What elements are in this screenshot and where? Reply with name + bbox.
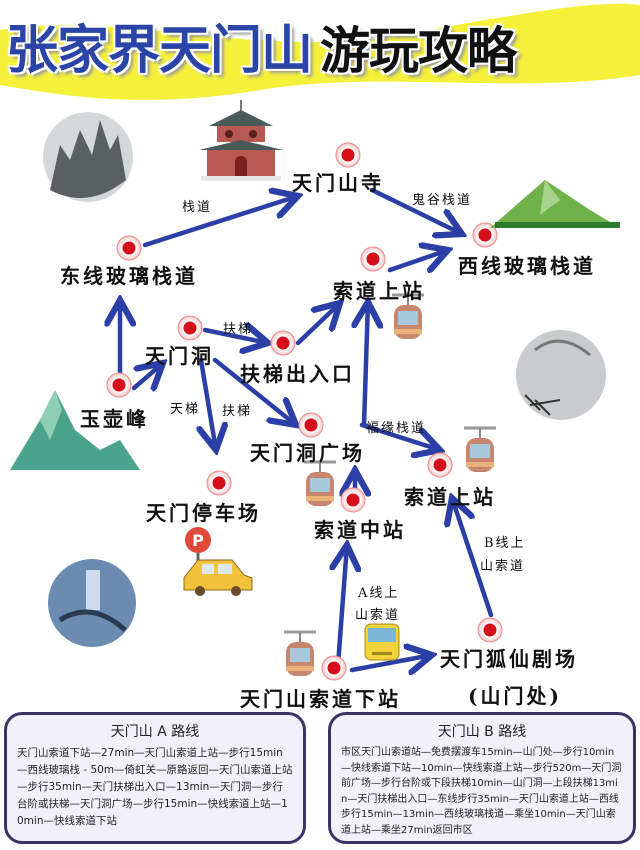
snow-tree-photo [516,330,606,420]
taxi-icon [183,559,253,596]
route-a-box: 天门山 A 路线 天门山索道下站—27min—天门山索道上站—步行15min—西… [4,712,306,844]
edge-label-ghost-valley: 鬼谷栈道 [412,193,473,208]
node-west-glass-plank: 西线玻璃栈道 [458,254,596,278]
route-arrows [120,190,494,670]
route-b-box: 天门山 B 路线 市区天门山索道站—免费摆渡车15min—山门处—步行10min… [328,712,636,844]
page-title: 张家界天门山游玩攻略 [6,8,517,83]
route-a-body: 天门山索道下站—27min—天门山索道上站—步行15min—西线玻璃栈 - 50… [17,747,293,827]
edge-label-escalator-1: 扶梯 [223,322,254,337]
edge-label-b-line-1: B线上 [484,536,526,551]
node-fox-theater: 天门狐仙剧场 [440,647,578,671]
node-east-glass-plank: 东线玻璃栈道 [60,264,198,288]
node-tianmenshan-temple: 天门山寺 [292,171,384,195]
node-escalator-exit: 扶梯出入口 [240,362,355,386]
title-banner-background [0,3,640,100]
route-map: P [10,100,620,681]
node-mountain-gate: (山门处) [468,684,562,708]
frozen-waterfall-photo [48,559,136,647]
node-cable-upper-station-2: 索道上站 [404,485,496,509]
edge-label-fuyuan-plank: 福缘栈道 [366,421,427,436]
edge-label-sky-ladder: 天梯 [170,402,201,417]
edge-label-a-line-2: 山索道 [355,608,401,623]
location-pins [106,142,503,681]
node-tianmen-cave: 天门洞 [145,344,214,368]
node-cable-upper-station-1: 索道上站 [333,279,425,303]
node-yuhu-peak: 玉壶峰 [80,407,149,431]
route-b-title: 天门山 B 路线 [437,724,527,740]
temple-icon [199,100,283,181]
cable-car-icon [284,293,496,676]
title-main: 张家界天门山 [6,21,313,81]
svg-text:P: P [192,531,204,550]
route-a-title: 天门山 A 路线 [110,724,200,740]
green-mountain-icon [490,180,620,228]
edge-label-a-line-1: A线上 [358,586,400,601]
edge-label-escalator-2: 扶梯 [222,404,253,419]
edge-label-b-line-2: 山索道 [480,559,526,574]
snow-mountain-photo [43,112,133,202]
node-tianmen-parking: 天门停车场 [146,501,261,525]
node-cable-middle-station: 索道中站 [314,518,406,542]
edge-label-plank-road: 栈道 [182,200,213,215]
jade-mountain-icon [10,390,140,470]
node-cable-lower-station: 天门山索道下站 [240,687,401,711]
title-sub: 游玩攻略 [320,22,517,80]
node-tianmen-cave-square: 天门洞广场 [250,441,365,465]
bus-icon [364,623,400,661]
route-b-body: 市区天门山索道站—免费摆渡车15min—山门处—步行10min—快线索道下站—1… [341,747,622,836]
